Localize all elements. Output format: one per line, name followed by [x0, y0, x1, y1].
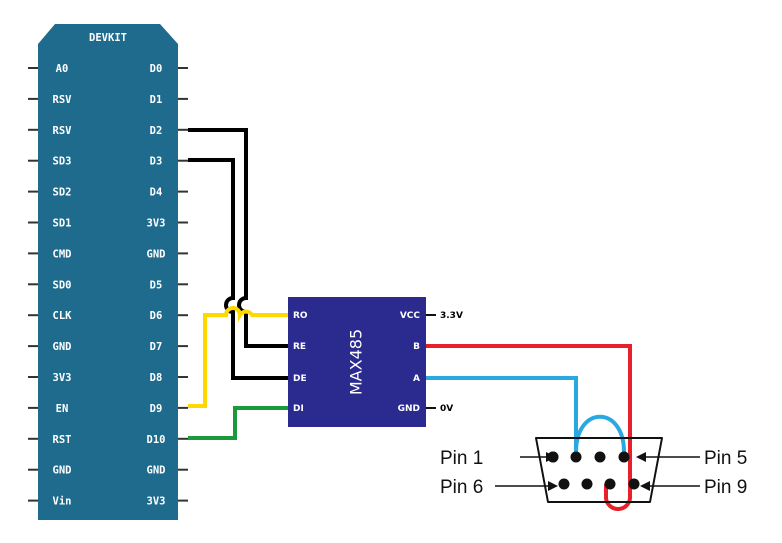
wire-blue-loop	[574, 414, 626, 453]
pin6-arrow	[495, 481, 558, 491]
devkit-left-pin-label: Vin	[53, 496, 72, 508]
devkit-right-pin-label: D9	[150, 403, 163, 415]
devkit-left-pin-label: EN	[56, 403, 69, 415]
pin5-label: Pin 5	[704, 448, 747, 469]
pin9-label: Pin 9	[704, 477, 747, 498]
db9-pin-row2	[628, 478, 640, 490]
wire-d10-di	[188, 406, 288, 440]
chip-power-label: 3.3V	[440, 311, 463, 321]
devkit-left-pin-label: SD1	[53, 218, 72, 230]
devkit-left-pin-label: A0	[56, 63, 69, 75]
pin9-arrow	[640, 481, 700, 491]
devkit-left-pin-label: GND	[53, 341, 72, 353]
devkit-right-pin-label: 3V3	[147, 496, 166, 508]
devkit-left-pin-label: RSV	[53, 125, 73, 137]
db9-pin-row2	[581, 478, 593, 490]
devkit-left-pin-label: GND	[53, 465, 72, 477]
chip-right-pin-label: VCC	[400, 311, 421, 321]
devkit-right-pin-label: D7	[150, 341, 163, 353]
db9-pin-row1	[618, 451, 630, 463]
wire-d3-de	[188, 158, 288, 380]
chip-name: MAX485	[347, 329, 366, 395]
chip-power-label: 0V	[440, 404, 453, 414]
devkit-right-pin-label: D5	[150, 279, 163, 291]
pin6-label: Pin 6	[440, 477, 483, 498]
devkit-right-pin-label: 3V3	[147, 218, 166, 230]
devkit-left-pin-label: CMD	[53, 248, 72, 260]
db9-pin-row2	[604, 478, 616, 490]
devkit-title: DEVKIT	[89, 32, 127, 44]
devkit-left-pin-label: 3V3	[53, 372, 72, 384]
devkit-right-pin-label: D6	[150, 310, 163, 322]
chip-right-pin-label: GND	[398, 404, 420, 414]
devkit-left-pin-label: SD0	[53, 279, 72, 291]
devkit-right-pin-label: D4	[150, 187, 163, 199]
chip-left-pin-label: DE	[293, 374, 307, 384]
devkit-right-pin-label: D1	[150, 94, 163, 106]
max485-chip	[288, 297, 426, 427]
devkit-left-pin-label: RST	[53, 434, 72, 446]
devkit-board	[38, 24, 178, 520]
chip-right-pin-label: A	[413, 374, 420, 384]
devkit-right-pin-label: D0	[150, 63, 163, 75]
chip-left-pin-label: RE	[293, 342, 306, 352]
db9-connector	[535, 437, 663, 503]
devkit-right-pin-label: GND	[147, 248, 166, 260]
pin1-arrow	[520, 452, 556, 462]
db9-pin-row1	[570, 451, 582, 463]
db9-pins	[547, 451, 640, 490]
devkit-right-pin-label: D10	[147, 434, 166, 446]
devkit-right-pin-label: GND	[147, 465, 166, 477]
db9-pin-row2	[558, 478, 570, 490]
wire-d9-ro	[188, 306, 288, 408]
chip-pins: RO RE DE DI VCC B A GND 3.3V 0V	[293, 311, 463, 414]
devkit-right-pin-label: D8	[150, 372, 163, 384]
devkit-left-pin-label: RSV	[53, 94, 73, 106]
pin1-label: Pin 1	[440, 448, 483, 469]
pin5-arrow	[636, 452, 700, 462]
devkit-right-pin-label: D2	[150, 125, 163, 137]
devkit-left-pin-label: SD3	[53, 156, 72, 168]
wire-a-blue	[426, 376, 578, 452]
devkit-right-pin-label: D3	[150, 156, 163, 168]
chip-right-pin-label: B	[413, 342, 420, 352]
chip-left-pin-label: RO	[293, 311, 308, 321]
devkit-left-pin-label: CLK	[53, 310, 73, 322]
devkit-left-pin-label: SD2	[53, 187, 72, 199]
db9-pin-row1	[594, 451, 606, 463]
chip-left-pin-label: DI	[293, 404, 304, 414]
